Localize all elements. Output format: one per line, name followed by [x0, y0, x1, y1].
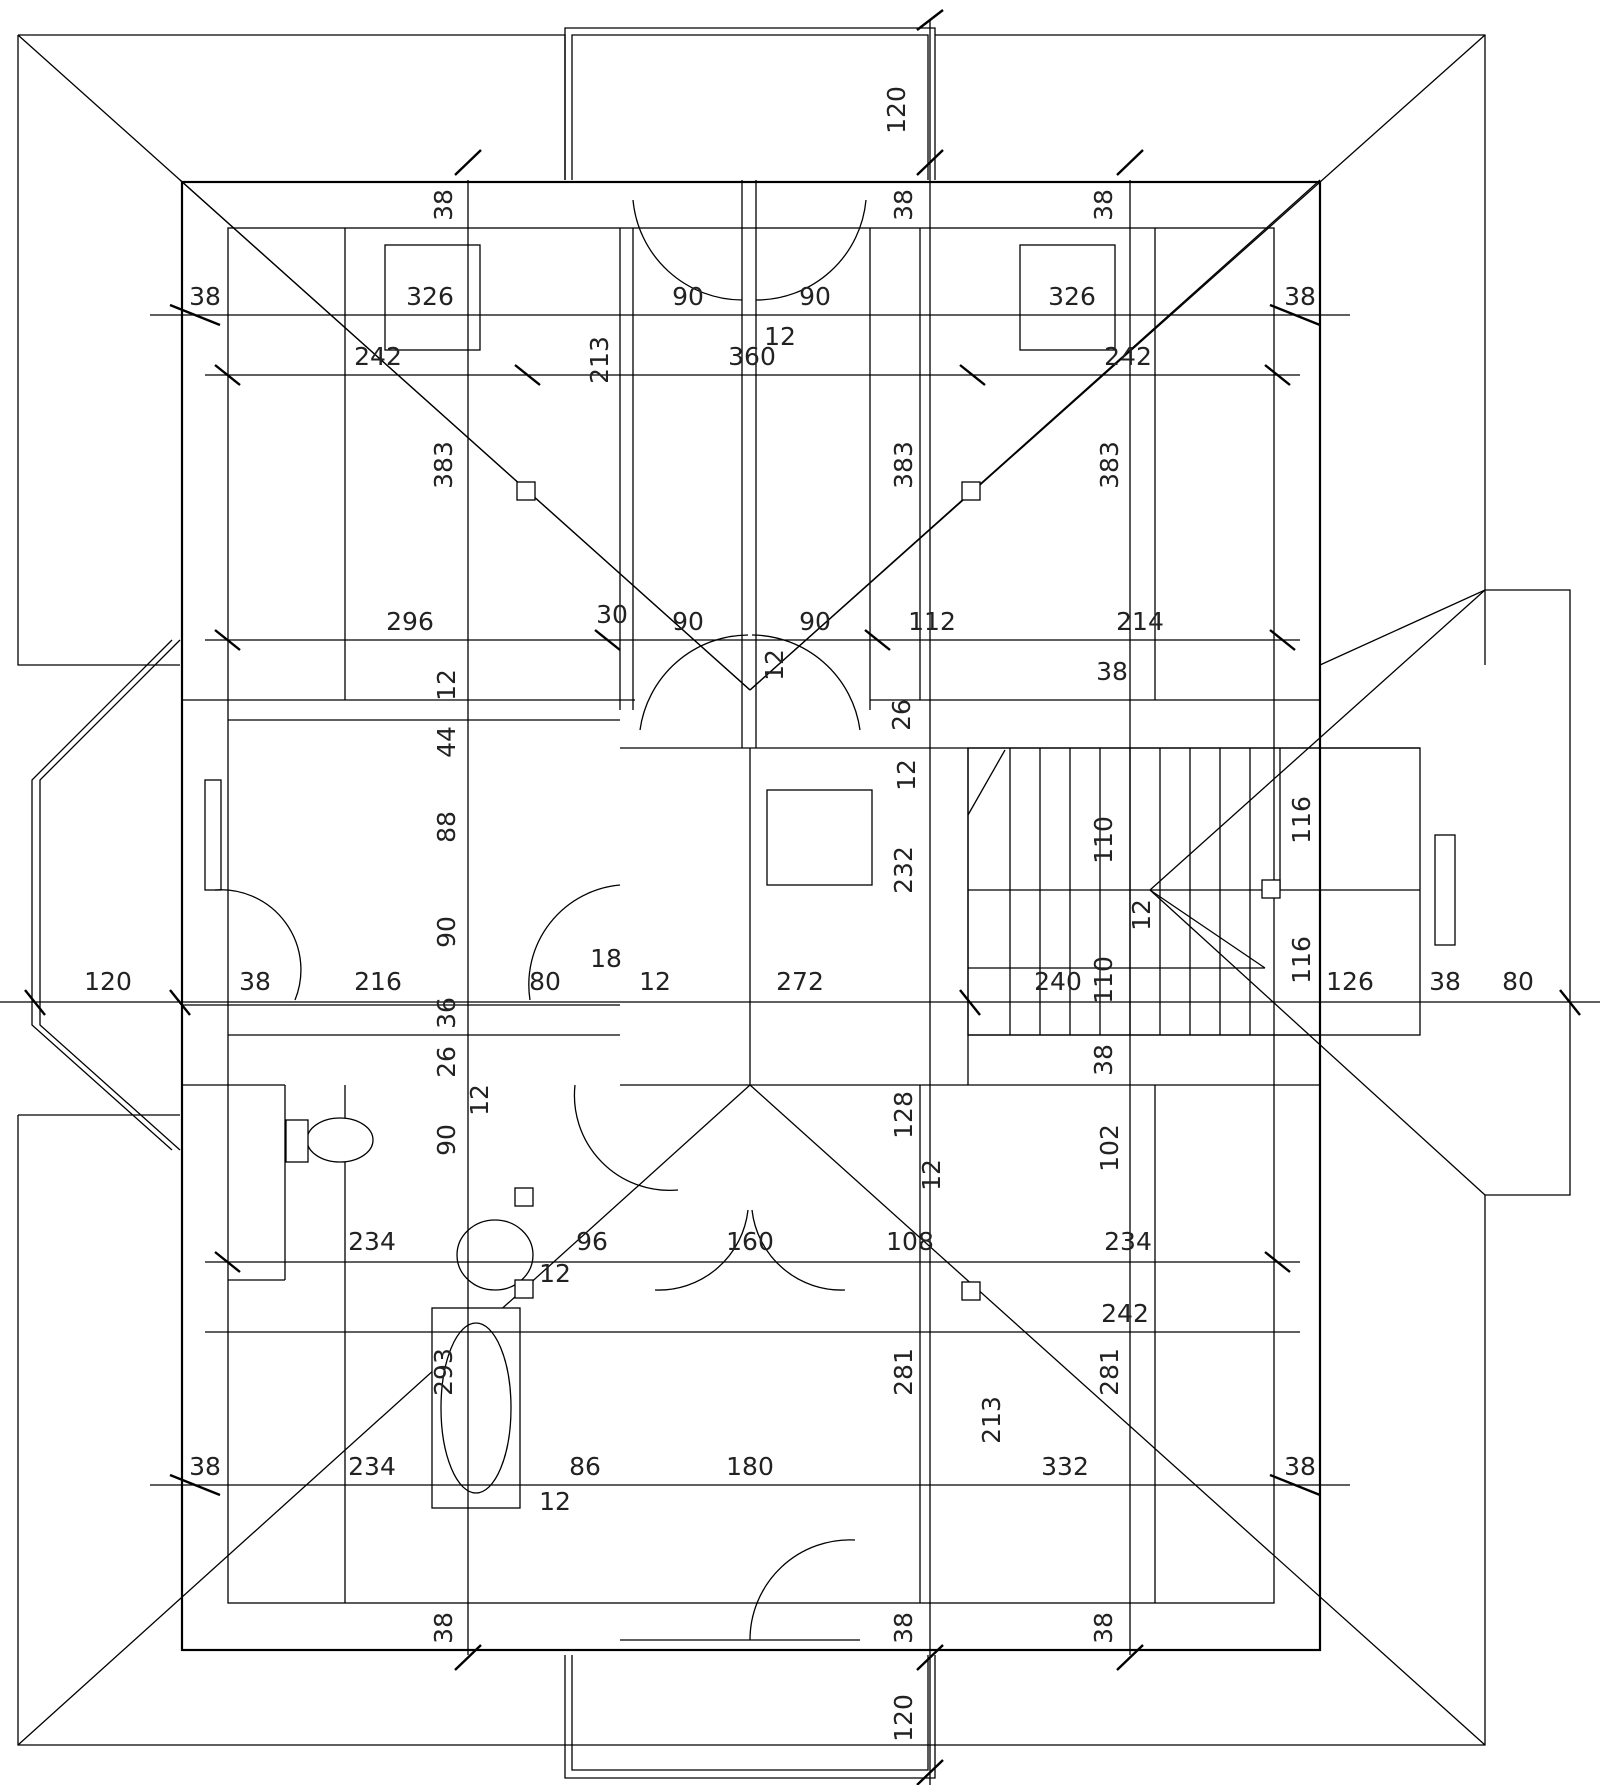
dimension-label: 293	[429, 1348, 458, 1396]
washbasin	[456, 1219, 534, 1291]
dimension-label: 38	[239, 967, 271, 996]
dimension-label: 12	[1127, 899, 1156, 931]
dimension-label: 213	[977, 1396, 1006, 1444]
dimension-label: 234	[1104, 1227, 1152, 1256]
dimension-label: 112	[908, 607, 956, 636]
dimension-label: 120	[84, 967, 132, 996]
dimension-label: 160	[726, 1227, 774, 1256]
dimension-label: 38	[429, 189, 458, 221]
dimension-label: 38	[1096, 657, 1128, 686]
shaft-symbol	[514, 1279, 534, 1299]
plan-linework	[17, 27, 1571, 1779]
toilet	[306, 1117, 374, 1163]
dimension-label: 242	[1104, 342, 1152, 371]
dimension-label: 38	[1284, 282, 1316, 311]
dimension-label: 86	[569, 1452, 601, 1481]
dimension-label: 38	[1284, 1452, 1316, 1481]
dimension-label: 326	[1048, 282, 1096, 311]
dimension-label: 18	[590, 944, 622, 973]
dimension-label: 38	[889, 189, 918, 221]
dimension-label: 102	[1095, 1124, 1124, 1172]
shaft-symbol	[514, 1187, 534, 1207]
dimension-label: 90	[672, 607, 704, 636]
dimension-label: 240	[1034, 967, 1082, 996]
dimension-label: 281	[889, 1348, 918, 1396]
dimension-label: 128	[889, 1091, 918, 1139]
dimension-label: 26	[887, 699, 916, 731]
dimension-label: 214	[1116, 607, 1164, 636]
dimension-label: 12	[639, 967, 671, 996]
dimension-label: 12	[432, 669, 461, 701]
dimension-label: 110	[1089, 956, 1118, 1004]
dimension-label: 38	[429, 1612, 458, 1644]
dimension-label: 108	[886, 1227, 934, 1256]
dimension-label: 383	[1095, 441, 1124, 489]
dimension-label: 296	[386, 607, 434, 636]
dimension-label: 38	[1089, 1612, 1118, 1644]
dimension-label: 38	[1089, 1044, 1118, 1076]
dimension-label: 90	[672, 282, 704, 311]
dimension-label: 234	[348, 1452, 396, 1481]
dimension-label: 234	[348, 1227, 396, 1256]
dimension-label: 12	[465, 1084, 494, 1116]
dimension-label: 120	[882, 86, 911, 134]
dimension-label: 38	[189, 282, 221, 311]
shaft-symbol	[961, 481, 981, 501]
dimension-label: 26	[432, 1046, 461, 1078]
dimension-label: 126	[1326, 967, 1374, 996]
dimension-label: 213	[585, 336, 614, 384]
shaft-symbol	[1261, 879, 1281, 899]
dimension-label: 96	[576, 1227, 608, 1256]
dimension-label: 88	[432, 811, 461, 843]
dimension-label: 272	[776, 967, 824, 996]
dimension-label: 232	[889, 846, 918, 894]
dimension-label: 38	[889, 1612, 918, 1644]
shaft-symbols	[514, 481, 1281, 1301]
dimension-label: 12	[539, 1487, 571, 1516]
dimension-label: 90	[799, 607, 831, 636]
shaft-symbol	[961, 1281, 981, 1301]
dimension-label: 80	[1502, 967, 1534, 996]
dimension-label: 90	[432, 1124, 461, 1156]
dimension-label: 12	[917, 1159, 946, 1191]
dimension-label: 90	[432, 916, 461, 948]
bathtub-basin	[440, 1322, 512, 1494]
dimension-label: 44	[432, 726, 461, 758]
dimension-label: 12	[539, 1259, 571, 1288]
dimension-lines	[0, 9, 1600, 1785]
dimension-label: 281	[1095, 1348, 1124, 1396]
dimension-label: 38	[1089, 189, 1118, 221]
door-swings	[214, 199, 867, 1641]
dimension-label: 12	[760, 649, 789, 681]
toilet-tank	[285, 1119, 309, 1163]
dimension-label: 326	[406, 282, 454, 311]
dimension-label: 36	[432, 997, 461, 1029]
dimension-label: 383	[889, 441, 918, 489]
dimension-label: 12	[764, 322, 796, 351]
dimension-label: 332	[1041, 1452, 1089, 1481]
dimension-label: 360	[728, 342, 776, 371]
dimension-label: 80	[529, 967, 561, 996]
dimension-label: 383	[429, 441, 458, 489]
dimension-label: 116	[1287, 936, 1316, 984]
dimension-label: 242	[354, 342, 402, 371]
dimension-label: 30	[596, 600, 628, 629]
shaft-symbol	[516, 481, 536, 501]
dimension-label: 120	[889, 1694, 918, 1742]
dimension-label: 110	[1089, 816, 1118, 864]
dimension-label: 38	[189, 1452, 221, 1481]
dimension-label: 180	[726, 1452, 774, 1481]
dimension-label: 90	[799, 282, 831, 311]
dimension-label: 12	[892, 759, 921, 791]
dimension-label: 38	[1429, 967, 1461, 996]
dimension-label: 116	[1287, 796, 1316, 844]
dimension-label: 216	[354, 967, 402, 996]
dimension-label: 242	[1101, 1299, 1149, 1328]
